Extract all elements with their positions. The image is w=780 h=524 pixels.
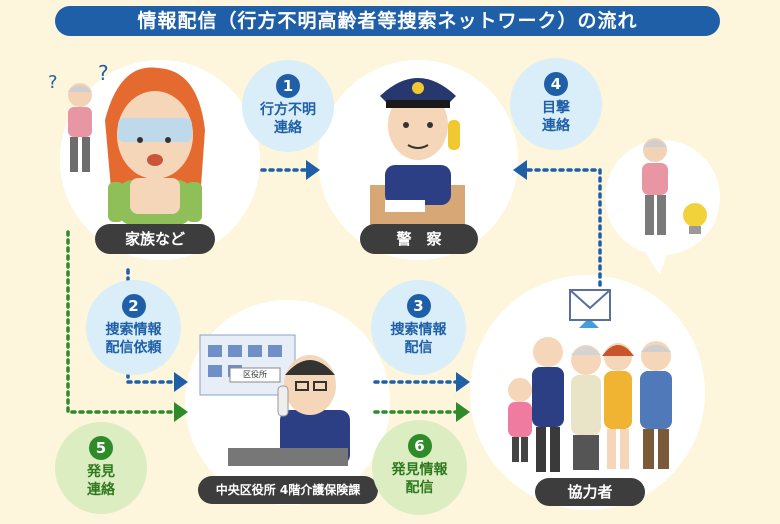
step-5-badge: 5 発見連絡 [55,422,147,514]
step-6-line1: 発見情報 [391,462,448,478]
svg-text:?: ? [98,61,109,85]
office-sign: 区役所 [243,370,267,379]
svg-text:?: ? [48,72,58,93]
step-6-badge: 6 発見情報配信 [372,420,467,515]
step-4-number: 4 [544,72,568,96]
step-4-line2: 連絡 [542,118,570,134]
step-3-badge: 3 捜索情報配信 [371,280,466,375]
step-1-line2: 連絡 [274,120,302,136]
page-title: 情報配信（行方不明高齢者等捜索ネットワーク）の流れ [55,6,720,36]
step-5-number: 5 [89,436,113,460]
step-3-line2: 配信 [404,340,433,356]
arrowheads [174,160,527,422]
step-1-badge: 1 行方不明連絡 [242,60,334,152]
cooperators-label: 協力者 [535,478,645,506]
step-6-line2: 配信 [405,480,434,496]
step-1-line1: 行方不明 [260,102,316,118]
step-2-line2: 配信依頼 [105,340,162,356]
mail-icon [569,289,611,328]
step-5-line1: 発見 [87,464,115,480]
step-3-line1: 捜索情報 [390,322,447,338]
step-3-number: 3 [406,294,431,318]
office-staff-icon [228,355,350,466]
step-6-number: 6 [407,434,432,458]
office-building-icon [199,334,296,396]
step-2-line1: 捜索情報 [105,322,162,338]
step-2-badge: 2 捜索情報配信依頼 [86,280,181,375]
police-officer-icon [370,78,465,225]
cooperators-group-icon [508,337,672,472]
step-4-badge: 4 目撃連絡 [510,58,602,150]
police-label: 警 察 [360,224,478,254]
elder-idea-icon [642,138,707,235]
confused-elder-icon: ? ? [48,61,109,172]
family-label: 家族など [95,224,215,254]
office-label: 中央区役所 4階介護保険課 [198,476,378,504]
step-5-line2: 連絡 [87,482,115,498]
step-1-number: 1 [276,74,300,98]
step-4-line1: 目撃 [542,100,570,116]
worried-woman-icon [105,67,205,225]
connector-arrows [66,168,602,414]
step-2-number: 2 [121,294,146,318]
